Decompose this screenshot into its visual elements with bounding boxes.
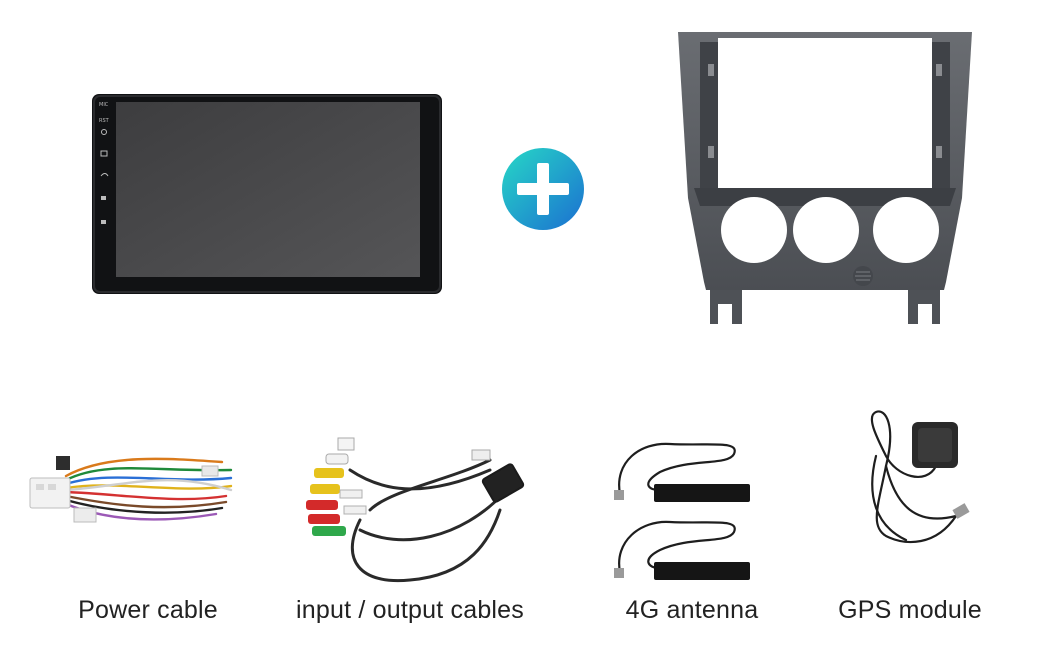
gps-module-icon — [856, 406, 982, 556]
wire-harness-icon — [26, 450, 236, 530]
rca-cable-icon — [300, 430, 530, 590]
android-head-unit-icon: MIC RST — [90, 92, 444, 296]
plus-icon — [500, 146, 586, 232]
caption-4g-antenna: 4G antenna — [625, 596, 759, 624]
svg-text:RST: RST — [99, 118, 110, 124]
caption-io-cables: input / output cables — [296, 596, 524, 624]
dash-frame-panel-icon — [674, 28, 976, 328]
svg-text:MIC: MIC — [99, 102, 109, 108]
antenna-icon — [610, 432, 756, 584]
caption-power-cable: Power cable — [78, 596, 218, 624]
caption-gps-module: GPS module — [838, 596, 982, 624]
